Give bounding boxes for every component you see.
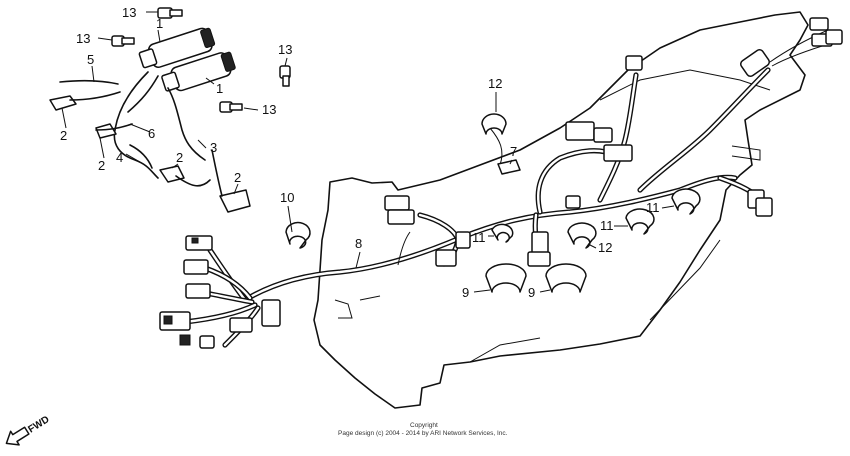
leader-lines: [61, 11, 675, 293]
part-label: 2: [98, 158, 105, 173]
part-label: 13: [122, 5, 136, 20]
fwd-label: FWD: [26, 414, 51, 435]
copyright-notice: Copyright Page design (c) 2004 - 2014 by…: [338, 422, 508, 437]
part-label: 13: [76, 31, 90, 46]
copyright-line-1: Copyright: [410, 422, 438, 429]
part-label: 5: [87, 52, 94, 67]
part-label: 1: [156, 16, 163, 31]
part-label: 10: [280, 190, 294, 205]
part-label: 2: [234, 170, 241, 185]
part-label: 2: [176, 150, 183, 165]
part-label: 11: [600, 218, 614, 233]
part-label: 11: [472, 230, 486, 245]
screws: [111, 7, 291, 113]
part-label: 8: [355, 236, 362, 251]
copyright-line-2: Page design (c) 2004 - 2014 by ARI Netwo…: [338, 430, 508, 437]
fwd-indicator: FWD: [5, 414, 51, 446]
part-label: 9: [462, 285, 469, 300]
part-label: 13: [262, 102, 276, 117]
loose-wires: [59, 79, 153, 169]
part-label: 4: [116, 150, 123, 165]
part-label: 1: [216, 81, 223, 96]
ignition-coils: [113, 27, 236, 179]
part-label: 12: [488, 76, 502, 91]
part-label: 6: [148, 126, 155, 141]
part-label: 2: [60, 128, 67, 143]
part-label: 3: [210, 140, 217, 155]
part-label: 11: [646, 200, 660, 215]
part-labels: 13 13 13 13 5 1 1 2 2 4 6 2 3 2 10 8 12 …: [60, 5, 660, 300]
clamps-and-bands: [285, 113, 701, 293]
part-label: 13: [278, 42, 292, 57]
part-label: 9: [528, 285, 535, 300]
harness-connectors: [159, 17, 843, 349]
part-label: 12: [598, 240, 612, 255]
part-label: 7: [510, 144, 517, 159]
spark-plug-caps: [49, 91, 251, 213]
